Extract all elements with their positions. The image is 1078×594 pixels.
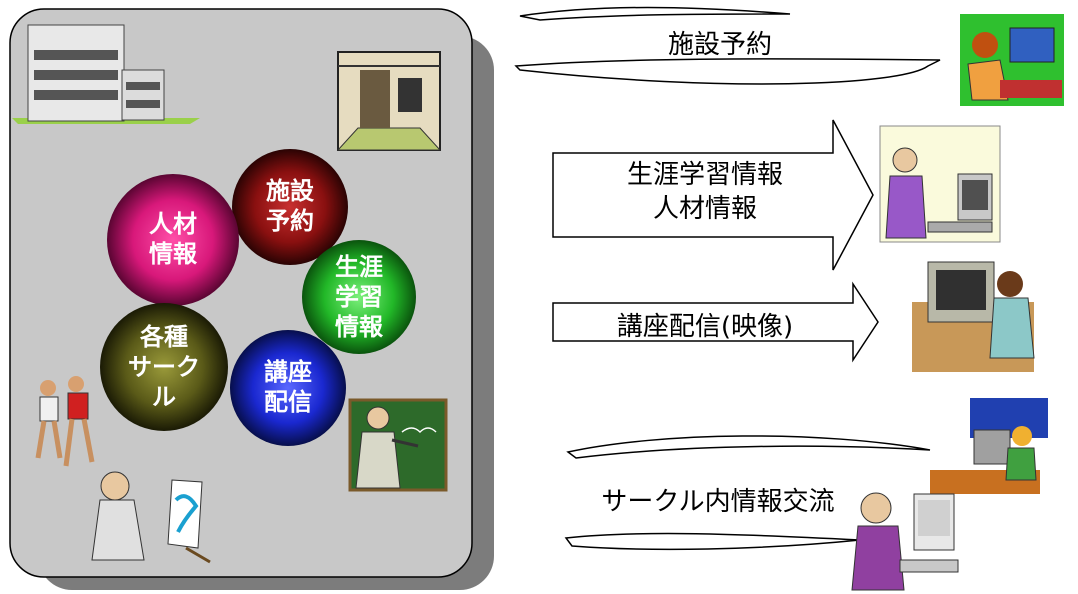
woman-computer-icon (851, 492, 959, 591)
teacher-icon (348, 398, 448, 492)
circle-label-circles: 各種サークル (128, 323, 200, 411)
circle-human-resources (107, 174, 239, 306)
child-computer-icon (930, 398, 1048, 494)
learning-person-icon (879, 125, 1001, 243)
circle-exchange-arrow (564, 435, 931, 551)
flow-label-lifelong-learning: 生涯学習情報人材情報 (626, 160, 783, 224)
circle-facility-reservation (232, 149, 348, 265)
flow-label-lecture-video: 講座配信(映像) (616, 312, 794, 342)
flow-label-facility-reservation: 施設予約 (667, 30, 772, 60)
japanese-room-icon (336, 51, 442, 151)
painter-icon (91, 471, 211, 564)
circle-label-human-resources: 人材情報 (149, 210, 197, 268)
runners-icon (35, 376, 95, 467)
facility-reservation-arrow (514, 6, 941, 85)
lecture-video-arrow (552, 281, 879, 363)
circle-label-lecture-delivery: 講座配信 (264, 358, 312, 416)
reservation-person-icon (960, 14, 1064, 106)
circle-lecture-delivery (230, 330, 346, 446)
flow-label-circle-exchange: サークル内情報交流 (601, 487, 835, 517)
circle-label-lifelong-learning: 生涯学習情報 (335, 253, 383, 341)
building-icon (12, 24, 200, 124)
lifelong-learning-arrow (552, 119, 874, 271)
circle-circles (100, 303, 228, 431)
lecture-viewer-icon (912, 261, 1035, 372)
circle-lifelong-learning (302, 240, 416, 354)
circle-label-facility-reservation: 施設予約 (266, 177, 314, 235)
